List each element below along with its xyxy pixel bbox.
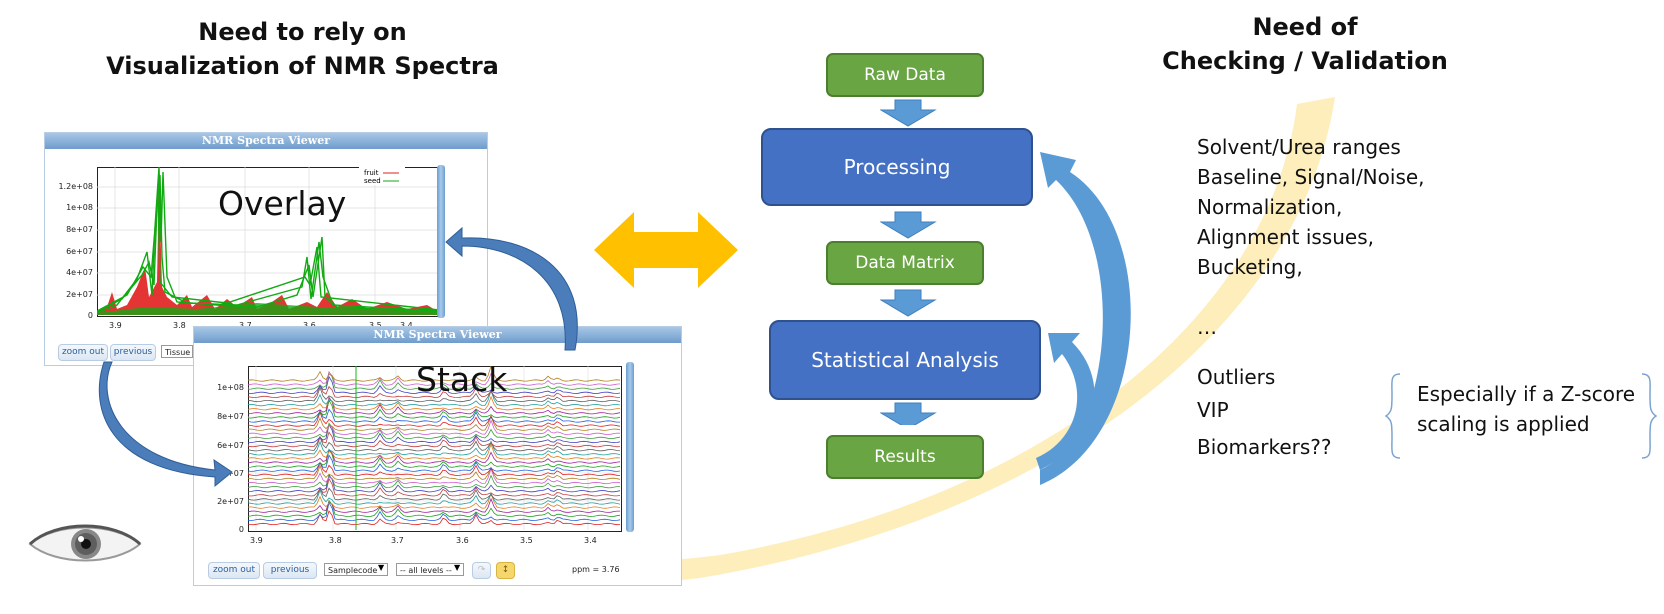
- vip-text: VIP: [1197, 398, 1229, 422]
- flow-arrows: [880, 99, 937, 425]
- overlay-ytick: 1e+08: [66, 203, 93, 212]
- chevron-down-icon: ▼: [378, 563, 385, 572]
- redo-icon[interactable]: ↷: [472, 562, 491, 579]
- overlay-ytick: 0: [87, 311, 93, 320]
- stack-levels-select[interactable]: -- all levels --: [396, 563, 464, 576]
- overlay-xtick: 3.6: [303, 321, 316, 330]
- overlay-label: Overlay: [218, 184, 347, 223]
- stack-xtick: 3.5: [520, 536, 533, 545]
- right-header: Need of Checking / Validation: [1130, 10, 1480, 78]
- left-header-line1: Need to rely on: [198, 18, 407, 46]
- stack-xtick: 3.8: [329, 536, 342, 545]
- outliers-text: Outliers: [1197, 365, 1276, 389]
- overlay-xtick: 3.9: [109, 321, 122, 330]
- overlay-ytick: 4e+07: [66, 268, 93, 277]
- results-box: Results: [826, 435, 984, 479]
- processing-box: Processing: [761, 128, 1033, 206]
- raw-data-box: Raw Data: [826, 53, 984, 97]
- eye-icon: [28, 524, 142, 562]
- left-header-line2: Visualization of NMR Spectra: [106, 52, 499, 80]
- stack-ytick: 0: [238, 525, 244, 534]
- right-header-line2: Checking / Validation: [1162, 47, 1448, 75]
- biomarkers-text: Biomarkers??: [1197, 435, 1332, 459]
- stack-xtick: 3.4: [584, 536, 597, 545]
- zscore-note-line1: Especially if a Z-score: [1417, 382, 1636, 406]
- overlay-ytick: 1.2e+08: [58, 182, 93, 191]
- stack-viewer-titlebar: NMR Spectra Viewer: [194, 327, 681, 343]
- zscore-note-line2: scaling is applied: [1417, 412, 1590, 436]
- sort-icon[interactable]: ↕: [496, 562, 515, 579]
- stack-scrollbar[interactable]: [626, 362, 634, 532]
- overlay-ytick: 2e+07: [66, 290, 93, 299]
- data-matrix-box: Data Matrix: [826, 241, 984, 285]
- check-item: Solvent/Urea ranges: [1197, 135, 1401, 159]
- check-item: Bucketing,: [1197, 255, 1303, 279]
- overlay-ytick: 8e+07: [66, 225, 93, 234]
- legend-fruit: fruit: [364, 169, 379, 177]
- legend-seed: seed: [364, 177, 381, 185]
- stack-spectra: [248, 366, 620, 530]
- statistical-analysis-box: Statistical Analysis: [769, 320, 1041, 400]
- stack-previous-button[interactable]: previous: [263, 562, 317, 579]
- stack-ytick: 8e+07: [217, 412, 244, 421]
- overlay-zoom-out-button[interactable]: zoom out: [58, 344, 108, 361]
- brace-icon: [1384, 373, 1658, 459]
- overlay-tissue-select[interactable]: Tissue: [161, 345, 193, 358]
- ellipsis: …: [1197, 315, 1217, 339]
- right-header-line1: Need of: [1252, 13, 1358, 41]
- overlay-xtick: 3.7: [239, 321, 252, 330]
- ppm-readout: ppm = 3.76: [572, 565, 620, 574]
- viewer-link-arrows: [98, 226, 578, 488]
- overlay-xtick: 3.8: [173, 321, 186, 330]
- stack-label: Stack: [416, 360, 508, 399]
- check-item: Alignment issues,: [1197, 225, 1374, 249]
- overlay-ytick: 6e+07: [66, 247, 93, 256]
- overlay-previous-button[interactable]: previous: [110, 344, 156, 361]
- stack-ytick: 6e+07: [217, 441, 244, 450]
- overlay-viewer-titlebar: NMR Spectra Viewer: [45, 133, 487, 149]
- stack-zoom-out-button[interactable]: zoom out: [208, 562, 260, 579]
- double-arrow-icon: [594, 212, 738, 288]
- stack-ytick: 2e+07: [217, 497, 244, 506]
- check-item: Baseline, Signal/Noise,: [1197, 165, 1425, 189]
- stack-ytick: 1e+08: [217, 383, 244, 392]
- overlay-xtick: 3.4: [400, 321, 413, 330]
- check-item: Normalization,: [1197, 195, 1343, 219]
- overlay-xtick: 3.5: [369, 321, 382, 330]
- chevron-down-icon: ▼: [454, 563, 461, 572]
- stack-samplecode-select[interactable]: Samplecode: [324, 563, 388, 576]
- overlay-spectra: fruit seed: [97, 167, 439, 315]
- stack-xtick: 3.6: [456, 536, 469, 545]
- overlay-scrollbar[interactable]: [437, 165, 445, 318]
- stack-xtick: 3.7: [391, 536, 404, 545]
- stack-xtick: 3.9: [250, 536, 263, 545]
- left-header: Need to rely on Visualization of NMR Spe…: [100, 15, 505, 83]
